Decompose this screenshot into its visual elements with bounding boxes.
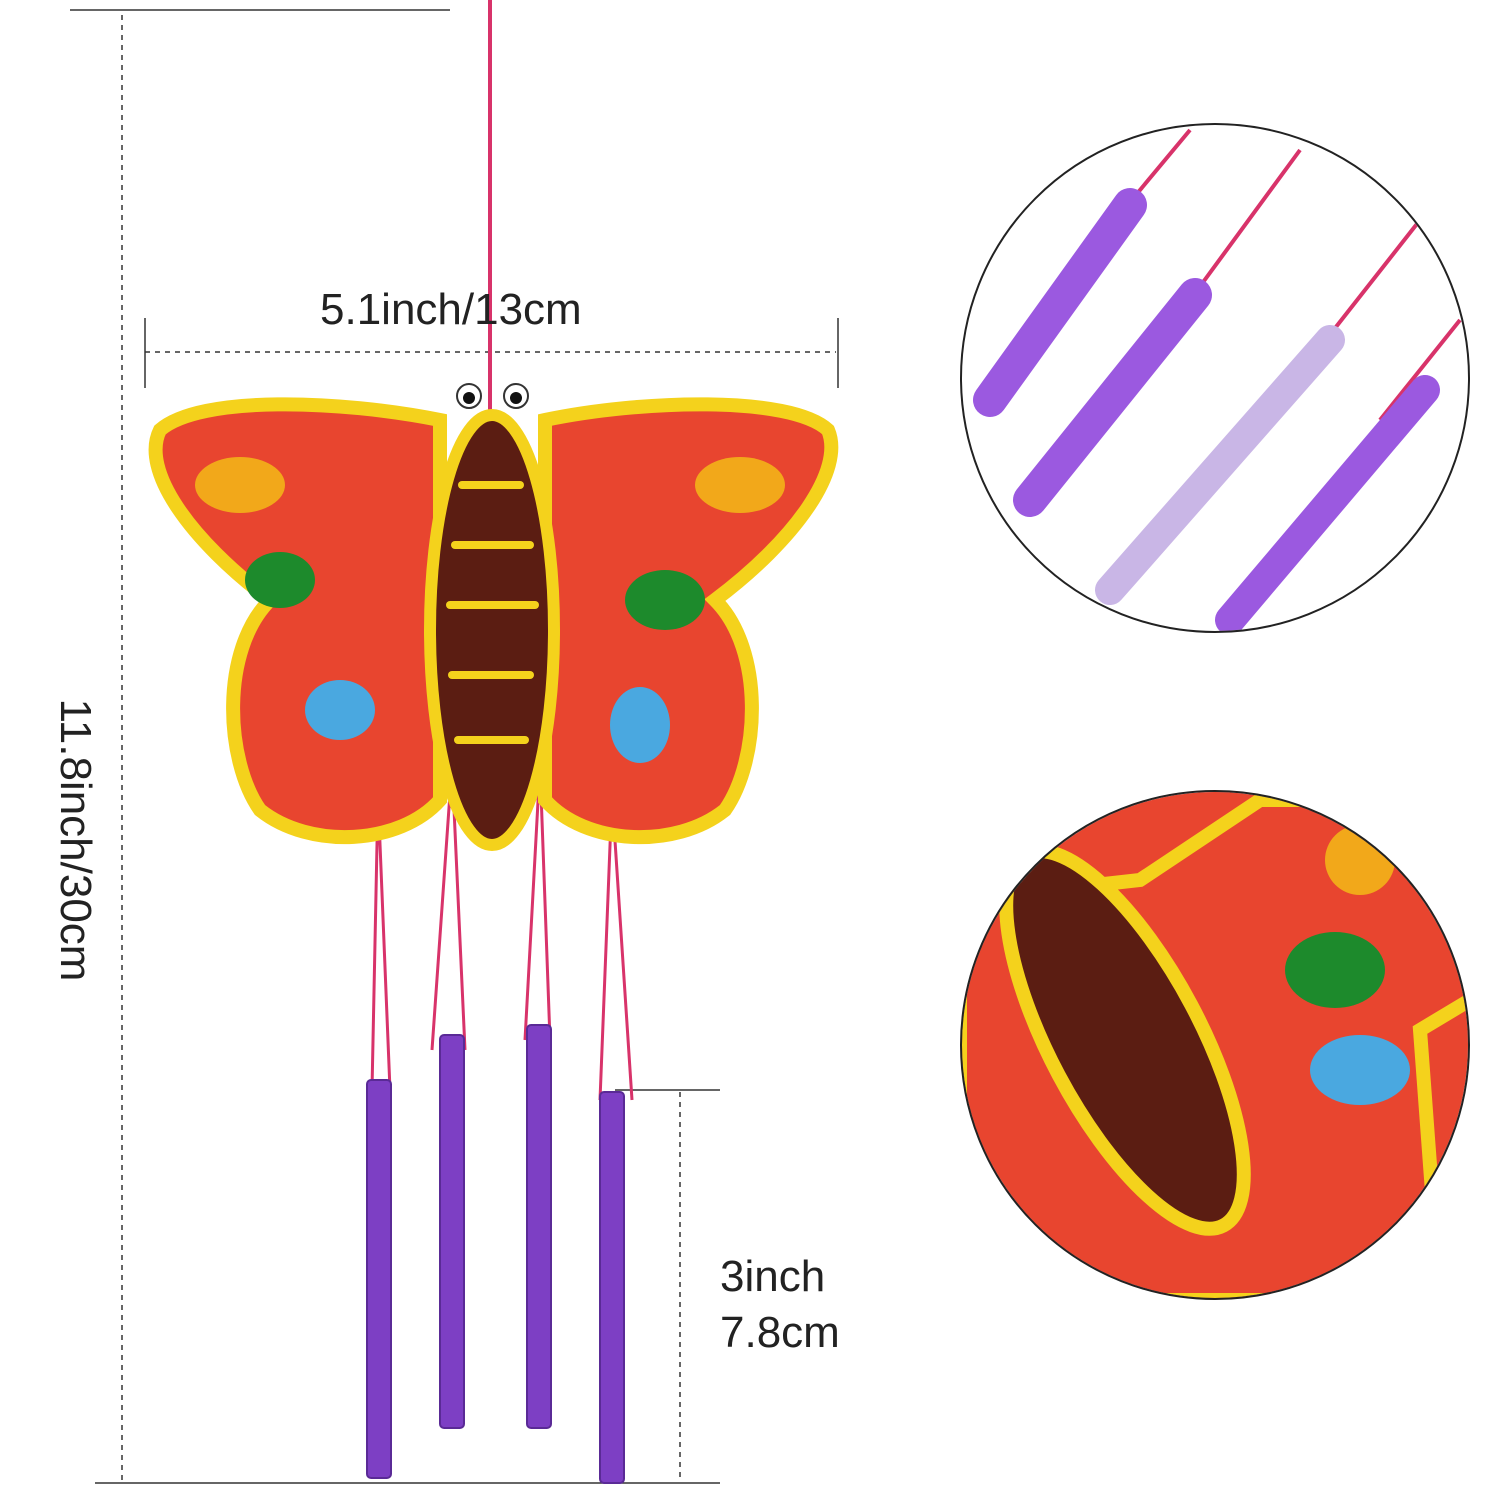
width-dimension-label: 5.1inch/13cm	[320, 285, 582, 334]
tube-length-inch-label: 3inch	[720, 1252, 826, 1301]
tube-length-cm-label: 7.8cm	[720, 1308, 840, 1357]
detail-circle-butterfly	[962, 792, 1468, 1298]
chime-tube	[526, 1024, 552, 1429]
butterfly	[148, 383, 839, 851]
detail-circle-tubes	[962, 125, 1468, 631]
chime-tube	[599, 1091, 625, 1484]
height-dimension-label: 11.8inch/30cm	[51, 698, 100, 982]
chime-tubes	[366, 1024, 625, 1484]
chime-tube	[439, 1034, 465, 1429]
left-wing	[148, 397, 447, 845]
chime-tube	[366, 1079, 392, 1479]
body	[424, 409, 560, 851]
